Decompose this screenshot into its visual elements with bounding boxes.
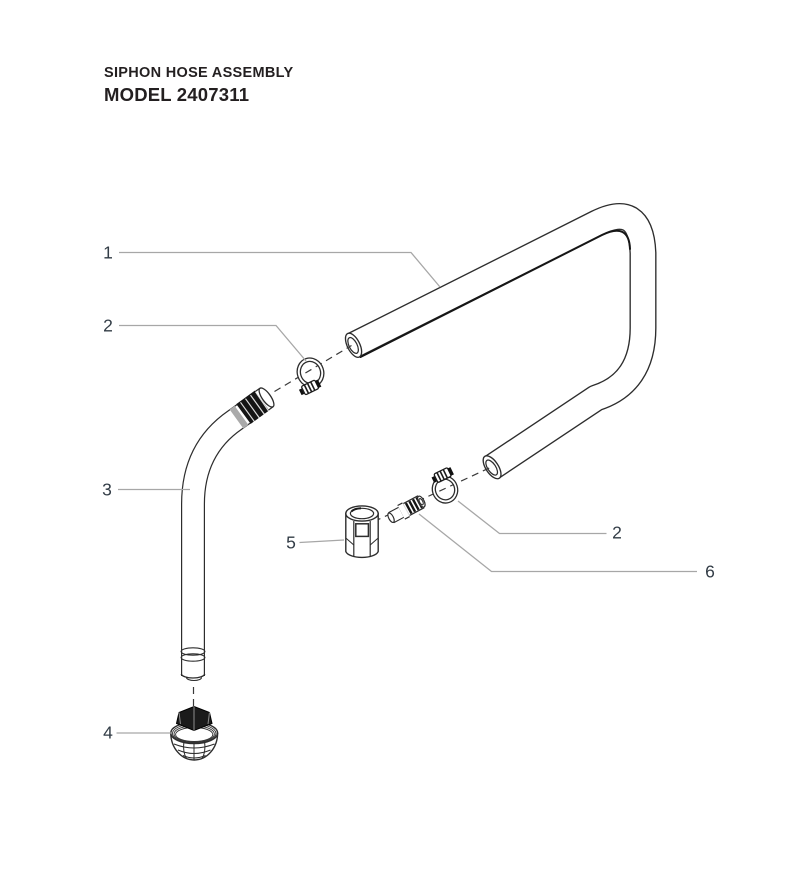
assembly-centerlines <box>192 344 493 708</box>
barb-fitting <box>387 495 426 524</box>
assembly-title: SIPHON HOSE ASSEMBLY <box>104 65 294 81</box>
coupling-square-port <box>355 523 370 538</box>
callout-6: 6 <box>705 561 715 582</box>
inlet-strainer <box>170 705 219 761</box>
leader-line-5 <box>299 539 345 544</box>
hose-lower-opening <box>482 455 502 480</box>
hose-clamp-lower <box>431 467 459 504</box>
callout-2-lower: 2 <box>612 522 622 543</box>
clamp-screw <box>298 379 322 396</box>
centerline-upper <box>274 344 352 393</box>
swivel-coupling <box>345 505 379 559</box>
clamp-screw <box>431 467 454 483</box>
callout-5: 5 <box>286 532 296 553</box>
leader-line-2-lower <box>457 500 607 535</box>
model-number: MODEL 2407311 <box>104 83 250 105</box>
callout-1: 1 <box>103 242 113 263</box>
callout-4: 4 <box>103 722 113 743</box>
leader-line-6 <box>418 513 697 573</box>
callout-3: 3 <box>102 479 112 500</box>
leader-line-2-upper <box>119 324 307 362</box>
title-block: SIPHON HOSE ASSEMBLY MODEL 2407311 <box>104 65 294 105</box>
leader-line-1 <box>119 251 441 288</box>
leader-lines <box>116 251 697 734</box>
tube-rib-lines <box>240 391 269 423</box>
hose-clamp-upper <box>296 357 325 396</box>
siphon-hose <box>344 203 657 480</box>
callout-2-upper: 2 <box>103 315 113 336</box>
suction-tube <box>180 387 275 682</box>
